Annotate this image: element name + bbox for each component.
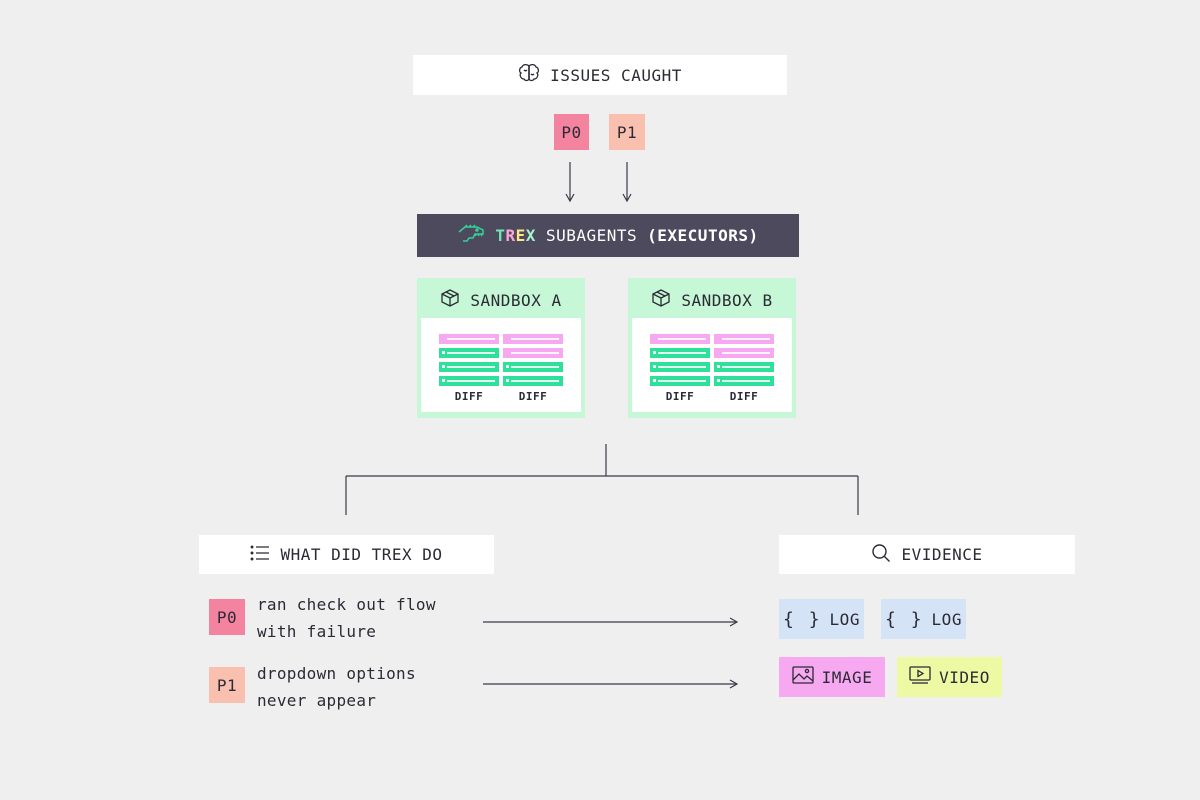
sandbox-b-header: SANDBOX B [632, 282, 792, 318]
diff-label: DIFF [454, 390, 484, 403]
diff-line-removed [503, 334, 563, 344]
sandbox-b-title: SANDBOX B [681, 290, 773, 310]
evidence-log-1: { } LOG [779, 599, 864, 639]
sandbox-a: SANDBOX A DIFF DIFF [417, 278, 585, 418]
diff-line-added [439, 376, 499, 386]
what-did-trex-do-header: WHAT DID TREX DO [199, 535, 494, 574]
evidence-header: EVIDENCE [779, 535, 1075, 574]
what-did-trex-do-title: WHAT DID TREX DO [280, 545, 443, 564]
action-item-p0: ran check out flow with failure [257, 591, 477, 645]
diff-line-removed [439, 334, 499, 344]
diff-line-added [439, 348, 499, 358]
diff-line-added [439, 362, 499, 372]
action-tag-p0: P0 [209, 599, 245, 635]
cube-icon [651, 288, 671, 312]
diff-line-added [503, 362, 563, 372]
issue-tag-p0: P0 [554, 114, 589, 150]
diff-line-added [650, 362, 710, 372]
trex-letter-e: E [515, 226, 526, 245]
evidence-video: VIDEO [897, 657, 1002, 697]
issue-tag-p1: P1 [609, 114, 645, 150]
image-icon [792, 666, 814, 688]
action-text-line: ran check out flow [257, 595, 436, 614]
issues-caught-header: ISSUES CAUGHT [413, 55, 787, 95]
diff-label: DIFF [665, 390, 695, 403]
diff-label: DIFF [729, 390, 759, 403]
diff-line-removed [714, 348, 774, 358]
diff-panel: DIFF [650, 334, 710, 403]
list-icon [250, 545, 270, 565]
braces-icon: { } [885, 608, 924, 630]
diff-line-added [650, 348, 710, 358]
diff-line-removed [650, 334, 710, 344]
diff-line-added [503, 376, 563, 386]
evidence-video-label: VIDEO [939, 667, 990, 687]
sandbox-b: SANDBOX B DIFF DIFF [628, 278, 796, 418]
diff-panel: DIFF [503, 334, 563, 403]
diff-line-added [714, 362, 774, 372]
diff-line-removed [503, 348, 563, 358]
braces-icon: { } [783, 608, 822, 630]
sandbox-a-header: SANDBOX A [421, 282, 581, 318]
evidence-log-label: LOG [931, 609, 962, 629]
issues-caught-title: ISSUES CAUGHT [550, 65, 682, 85]
trex-letter-r: R [505, 226, 516, 245]
action-tag-p1: P1 [209, 667, 245, 703]
evidence-image: IMAGE [779, 657, 885, 697]
executors-label: (EXECUTORS) [647, 226, 759, 245]
subagents-label: SUBAGENTS [545, 226, 638, 245]
diff-panel: DIFF [439, 334, 499, 403]
brain-icon [518, 63, 540, 87]
diff-line-removed [714, 334, 774, 344]
diff-label: DIFF [518, 390, 548, 403]
sandbox-b-body: DIFF DIFF [632, 318, 792, 412]
action-text-line: never appear [257, 691, 377, 710]
trex-subagents-bar: TREX SUBAGENTS (EXECUTORS) [417, 214, 799, 257]
diff-line-added [714, 376, 774, 386]
sandbox-a-body: DIFF DIFF [421, 318, 581, 412]
action-item-p1: dropdown options never appear [257, 660, 477, 714]
trex-letter-x: X [525, 226, 536, 245]
action-text-line: with failure [257, 622, 377, 641]
action-text-line: dropdown options [257, 664, 416, 683]
evidence-log-2: { } LOG [881, 599, 966, 639]
trex-wordmark: TREX [495, 226, 536, 245]
trex-letter-t: T [495, 226, 506, 245]
video-icon [909, 666, 931, 688]
evidence-image-label: IMAGE [821, 667, 873, 687]
search-icon [871, 543, 891, 567]
trex-dino-icon [457, 223, 485, 248]
evidence-log-label: LOG [829, 609, 860, 629]
diff-line-added [650, 376, 710, 386]
evidence-title: EVIDENCE [901, 545, 983, 564]
sandbox-a-title: SANDBOX A [470, 290, 562, 310]
cube-icon [440, 288, 460, 312]
diff-panel: DIFF [714, 334, 774, 403]
